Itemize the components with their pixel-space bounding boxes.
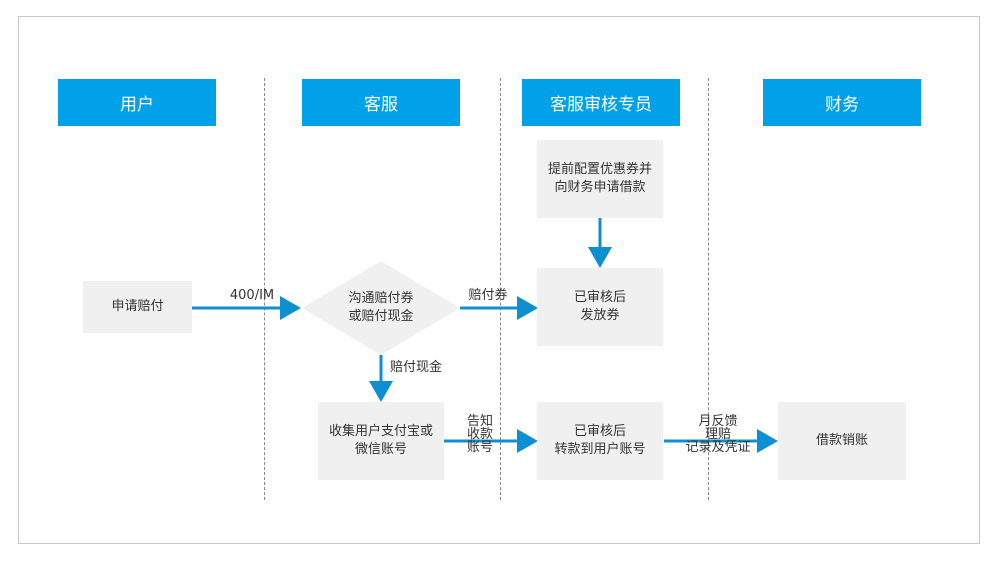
- lane-divider-3: [708, 78, 709, 500]
- lane-header-service: 客服: [302, 79, 460, 126]
- edge-label-notify-line2: 收款: [466, 427, 493, 442]
- node-issue-line1: 已审核后: [573, 290, 626, 305]
- node-writeoff-label: 借款销账: [815, 433, 868, 448]
- node-transfer-line1: 已审核后: [573, 424, 626, 439]
- node-collect-line1: 收集用户支付宝或: [328, 424, 433, 439]
- lane-header-user: 用户: [58, 79, 216, 126]
- node-collect-account: 收集用户支付宝或 微信账号: [318, 402, 444, 480]
- node-negotiate-line1: 沟通赔付券: [348, 291, 414, 306]
- arrowhead-transfer-to-writeoff: [757, 429, 778, 453]
- edge-label-monthly-line3: 记录及凭证: [685, 440, 751, 455]
- arrowhead-preconfig-to-issue: [588, 247, 612, 268]
- lane-divider-2: [500, 78, 501, 500]
- decision-diamond: [302, 261, 460, 355]
- lane-divider-1: [264, 78, 265, 500]
- node-preconfig: 提前配置优惠券并 向财务申请借款: [537, 140, 663, 218]
- arrowhead-negotiate-to-collect: [369, 381, 393, 402]
- arrowhead-collect-to-transfer: [517, 429, 538, 453]
- node-collect-line2: 微信账号: [354, 442, 407, 457]
- edge-label-cash: 赔付现金: [390, 360, 443, 375]
- lane-header-finance: 财务: [763, 79, 921, 126]
- edge-label-notify-line1: 告知: [466, 414, 493, 429]
- node-writeoff: 借款销账: [778, 402, 906, 480]
- arrowhead-negotiate-to-issue: [517, 296, 538, 320]
- edge-label-notify-line3: 账号: [466, 440, 493, 455]
- node-transfer-line2: 转款到用户账号: [554, 442, 646, 457]
- edge-label-channel: 400/IM: [229, 288, 275, 303]
- edge-label-monthly: 月反馈 理赔 记录及凭证: [672, 415, 764, 454]
- node-preconfig-line2: 向财务申请借款: [554, 180, 646, 195]
- arrowhead-apply-to-negotiate: [280, 296, 301, 320]
- node-issue-line2: 发放券: [580, 308, 620, 323]
- node-transfer: 已审核后 转款到用户账号: [537, 402, 663, 480]
- node-apply: 申请赔付: [83, 281, 192, 333]
- lane-header-reviewer: 客服审核专员: [522, 79, 680, 126]
- node-preconfig-line1: 提前配置优惠券并: [547, 162, 652, 177]
- node-negotiate-label: 沟通赔付券 或赔付现金: [312, 290, 450, 326]
- node-negotiate-line2: 或赔付现金: [348, 309, 414, 324]
- edge-label-monthly-line2: 理赔: [704, 427, 731, 442]
- node-issue-coupon: 已审核后 发放券: [537, 268, 663, 346]
- edge-label-notify: 告知 收款 账号: [458, 415, 502, 454]
- edge-label-monthly-line1: 月反馈: [698, 414, 738, 429]
- node-apply-label: 申请赔付: [111, 299, 164, 314]
- edge-label-coupon: 赔付券: [468, 288, 508, 303]
